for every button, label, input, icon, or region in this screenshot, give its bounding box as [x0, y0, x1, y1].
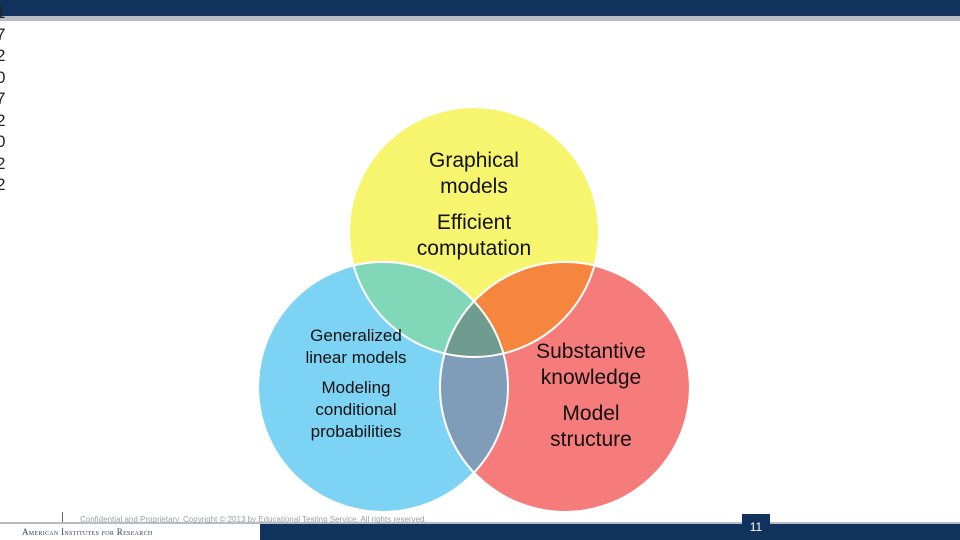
label-line: knowledge — [540, 366, 642, 389]
label-line: Model — [562, 402, 620, 425]
side-digit: 7 — [0, 24, 6, 44]
label-line: probabilities — [310, 422, 402, 441]
label-modeling-conditional-probabilities: Modeling conditional probabilities — [276, 377, 436, 443]
label-line: Generalized — [310, 326, 402, 345]
page-number: 11 — [742, 514, 770, 540]
label-line: models — [440, 175, 508, 198]
footer-stripe — [0, 522, 960, 524]
overlap-top-left — [349, 262, 508, 357]
label-substantive-knowledge: Substantive knowledge — [506, 339, 676, 391]
organization-name: American Institutes for Research — [22, 527, 153, 537]
label-model-structure: Model structure — [506, 401, 676, 453]
footer-divider — [62, 512, 63, 522]
label-line: Modeling — [321, 378, 391, 397]
side-digit: 0 — [0, 67, 6, 87]
footer-logo-area — [0, 524, 260, 540]
outline-top — [348, 106, 600, 358]
label-graphical-models: Graphical models — [394, 148, 554, 200]
side-digit-strip: 1 7 2 0 7 2 0 2 2 — [0, 2, 6, 196]
label-line: linear models — [305, 348, 407, 367]
side-digit: 7 — [0, 89, 6, 108]
header-stripe — [0, 16, 960, 21]
label-generalized-linear-models: Generalized linear models — [276, 325, 436, 369]
label-line: Graphical — [429, 149, 519, 172]
outline-left — [257, 261, 509, 513]
outline-right — [439, 261, 691, 513]
header-bar — [0, 0, 960, 16]
side-digit: 0 — [0, 132, 6, 151]
label-line: computation — [416, 237, 532, 260]
label-line: conditional — [315, 400, 397, 419]
side-digit: 1 — [0, 3, 6, 22]
overlap-top-right — [440, 262, 599, 357]
confidential-notice: Confidential and Proprietary. Copyright … — [80, 515, 427, 524]
side-digit: 2 — [0, 175, 6, 194]
label-efficient-computation: Efficient computation — [384, 210, 564, 262]
side-digit: 2 — [0, 110, 6, 130]
label-line: Substantive — [536, 340, 646, 363]
label-line: Efficient — [436, 211, 512, 234]
side-digit: 2 — [0, 46, 6, 65]
side-digit: 2 — [0, 153, 6, 173]
label-line: structure — [550, 428, 632, 451]
